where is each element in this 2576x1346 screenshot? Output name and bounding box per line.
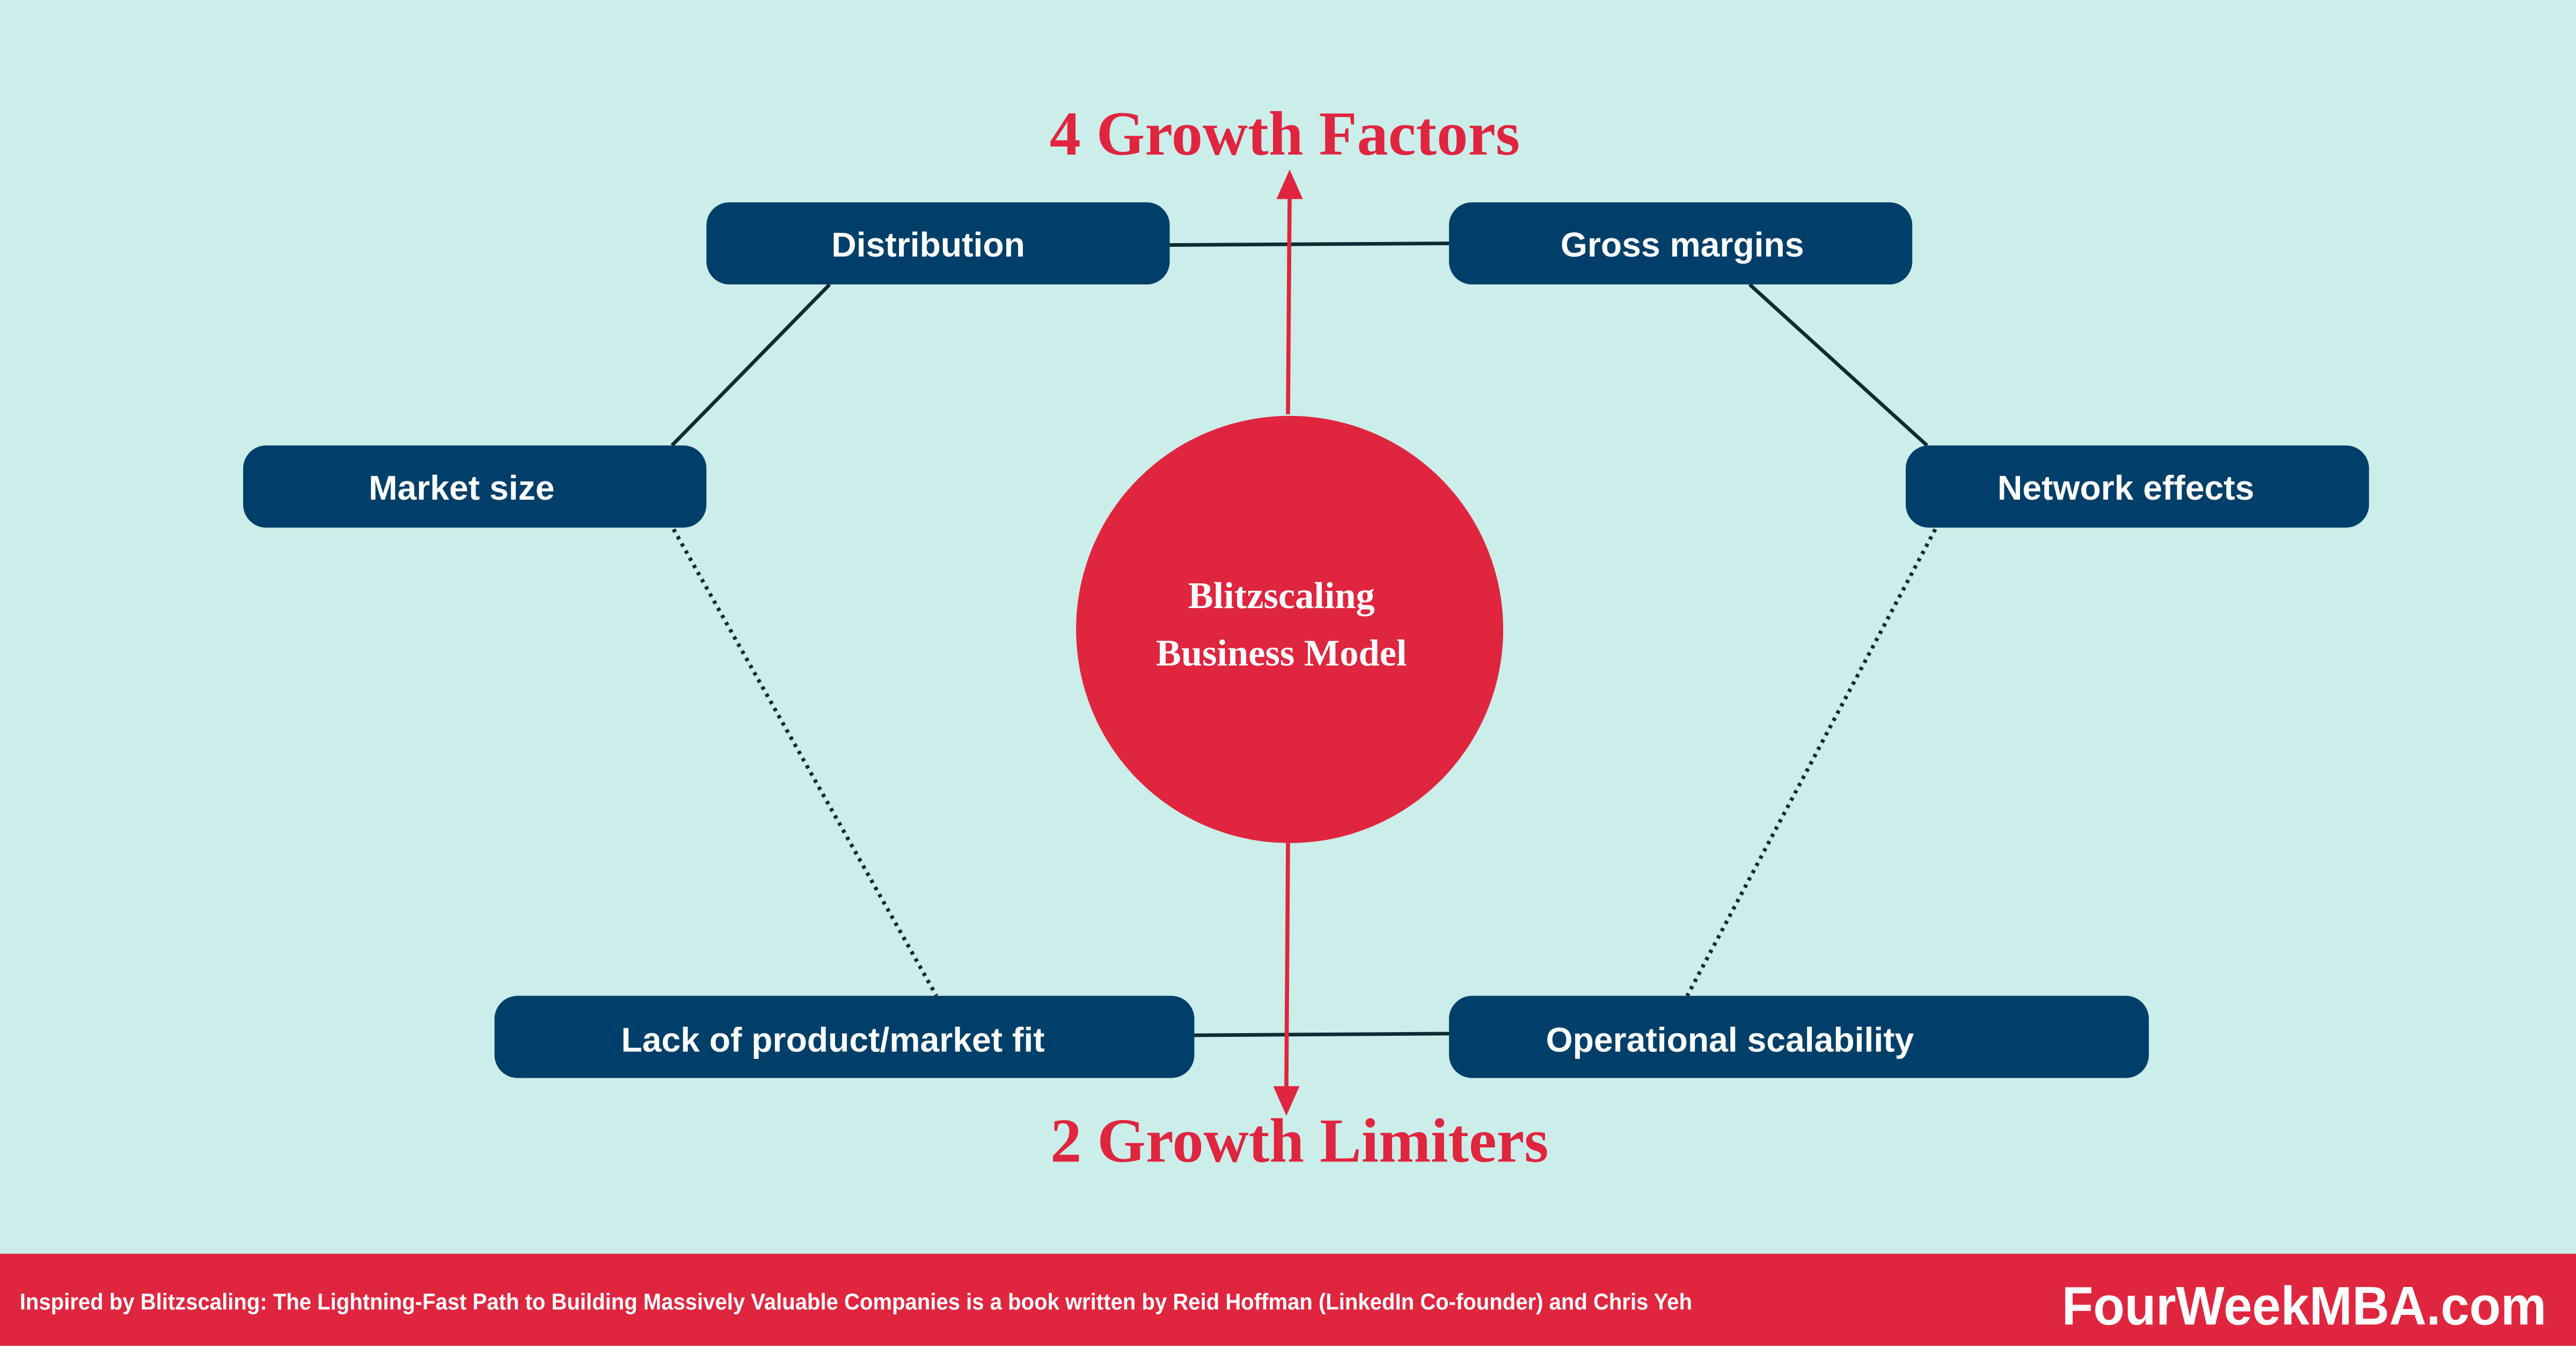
- limiter-product-market-fit: Lack of product/market fit: [494, 996, 1195, 1078]
- factor-label: Distribution: [831, 225, 1025, 264]
- connector-market-lack-dotted: [671, 528, 939, 997]
- connector-lack-ops: [1194, 1032, 1450, 1037]
- limiter-operational-scalability: Operational scalability: [1449, 996, 2149, 1078]
- connector-network-ops-dotted: [1685, 528, 1937, 997]
- footer-caption: Inspired by Blitzscaling: The Lightning-…: [20, 1289, 1692, 1315]
- factor-network-effects: Network effects: [1906, 445, 2369, 528]
- factor-label: Gross margins: [1561, 225, 1804, 264]
- title-growth-limiters: 2 Growth Limiters: [1050, 1107, 1548, 1176]
- factor-label: Market size: [369, 469, 555, 507]
- connector-gross-network: [1748, 283, 1929, 447]
- center-label-line2: Business Model: [1156, 632, 1407, 674]
- connector-distribution-gross: [1169, 242, 1450, 247]
- limiter-label: Lack of product/market fit: [621, 1021, 1044, 1059]
- arrow-down-head: [1273, 1086, 1300, 1116]
- arrow-down-line: [1284, 843, 1290, 1088]
- title-growth-factors: 4 Growth Factors: [1050, 99, 1520, 169]
- center-circle: [1076, 415, 1504, 843]
- center-label-line1: Blitzscaling: [1188, 575, 1375, 617]
- brand-logo: FourWeekMBA.com: [2062, 1276, 2546, 1336]
- factor-market-size: Market size: [243, 445, 707, 528]
- factor-distribution: Distribution: [706, 202, 1170, 285]
- limiter-label: Operational scalability: [1546, 1021, 1914, 1059]
- connector-distribution-market: [670, 283, 831, 447]
- factor-label: Network effects: [1997, 469, 2255, 507]
- factor-gross-margins: Gross margins: [1449, 202, 1913, 285]
- arrow-up-line: [1286, 194, 1292, 414]
- arrow-up-head: [1276, 169, 1303, 199]
- footer-bar: [0, 1254, 2576, 1346]
